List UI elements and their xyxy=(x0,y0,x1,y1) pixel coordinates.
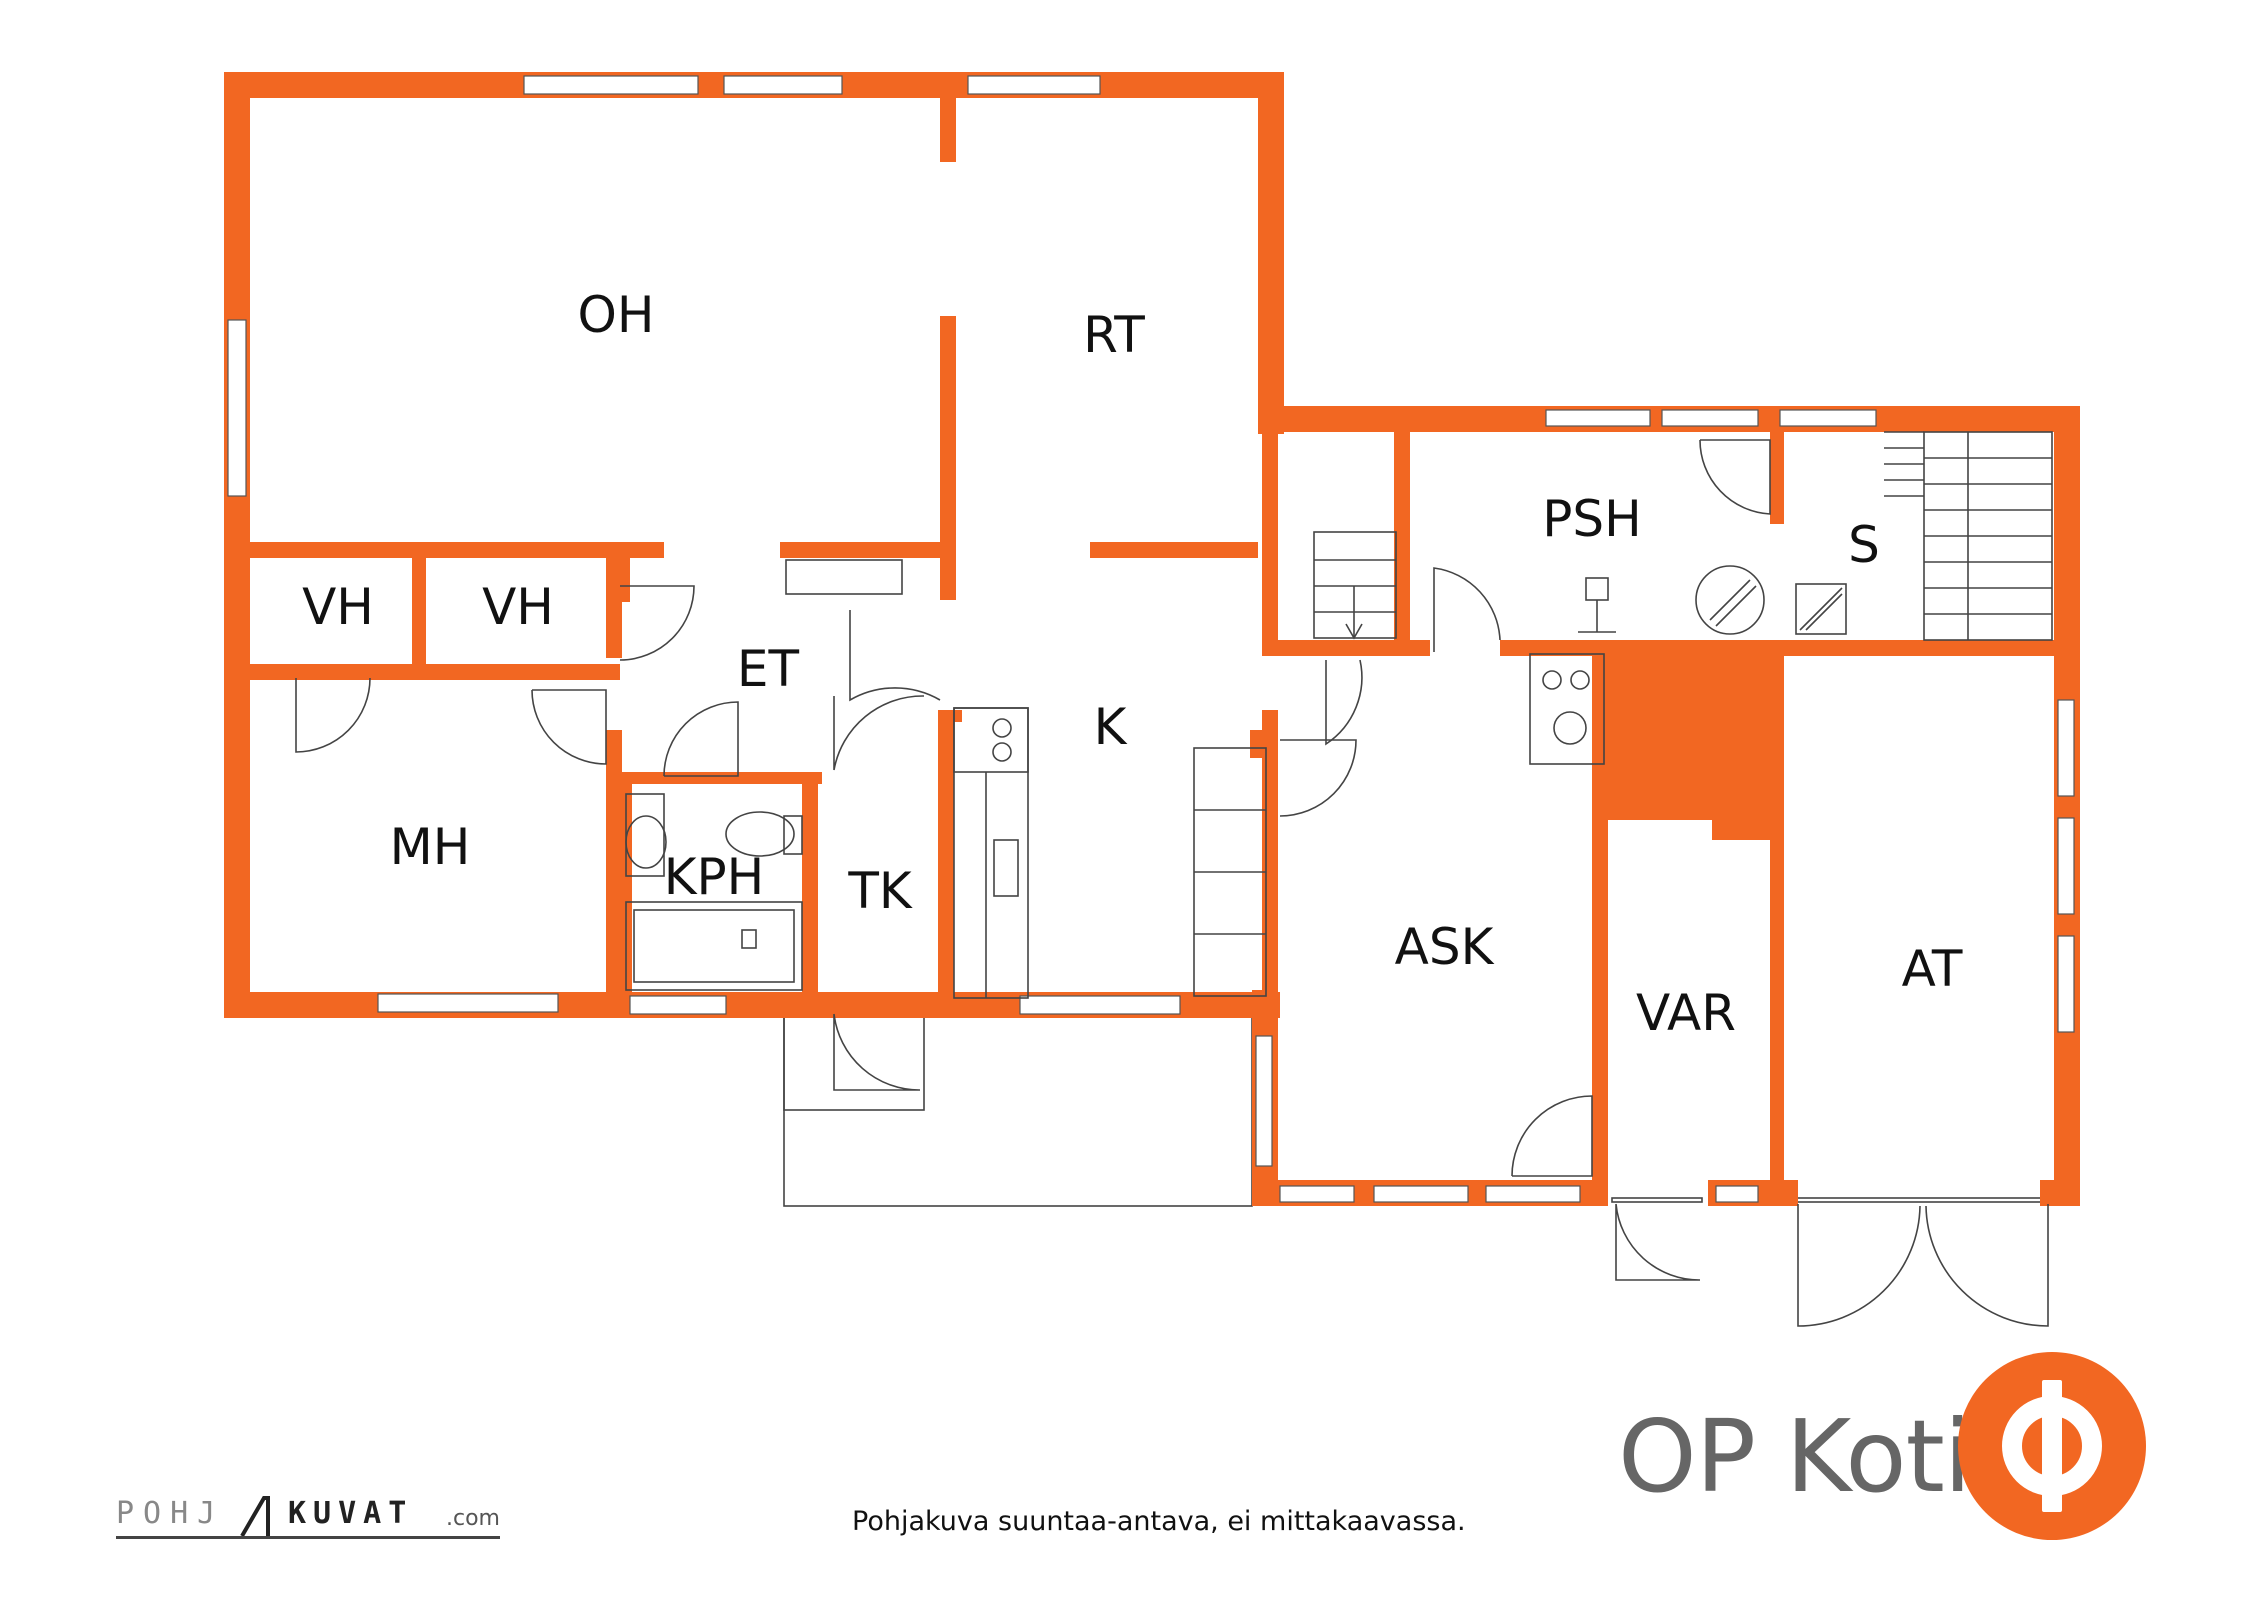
brand-name: OP Koti xyxy=(1618,1398,1972,1515)
op-logo-icon xyxy=(1958,1352,2146,1540)
pohjakuvat-logo-left: POHJ xyxy=(116,1496,225,1531)
room-label-kph: KPH xyxy=(664,848,765,906)
room-labels: OH RT PSH S VH VH ET K MH KPH TK ASK VAR… xyxy=(302,286,1963,1042)
pohjakuvat-logo-right: KUVAT xyxy=(288,1496,414,1531)
room-label-ask: ASK xyxy=(1395,918,1495,976)
windows xyxy=(227,75,2075,1203)
room-label-k: K xyxy=(1094,698,1128,756)
room-label-var: VAR xyxy=(1636,984,1736,1042)
room-label-rt: RT xyxy=(1083,306,1145,364)
room-label-oh: OH xyxy=(578,286,655,344)
walls xyxy=(224,72,2080,1206)
room-label-vh-2: VH xyxy=(482,578,554,636)
pohjakuvat-logo: POHJ KUVAT .com xyxy=(116,1492,506,1540)
fixtures xyxy=(625,559,1847,999)
room-label-mh: MH xyxy=(390,818,471,876)
terrace-outlines xyxy=(783,1009,2051,1207)
room-label-et: ET xyxy=(737,640,800,698)
room-label-s: S xyxy=(1848,516,1880,574)
stairs xyxy=(1193,431,2053,997)
room-label-vh-1: VH xyxy=(302,578,374,636)
disclaimer-text: Pohjakuva suuntaa-antava, ei mittakaavas… xyxy=(852,1506,1466,1537)
room-label-tk: TK xyxy=(847,862,913,920)
doors xyxy=(295,439,2049,1327)
room-label-at: AT xyxy=(1902,940,1963,998)
pohjakuvat-logo-domain: .com xyxy=(446,1506,500,1531)
pohjakuvat-logo-underline xyxy=(116,1536,500,1539)
pohjakuvat-a-icon xyxy=(240,1496,270,1538)
room-label-psh: PSH xyxy=(1542,490,1642,548)
